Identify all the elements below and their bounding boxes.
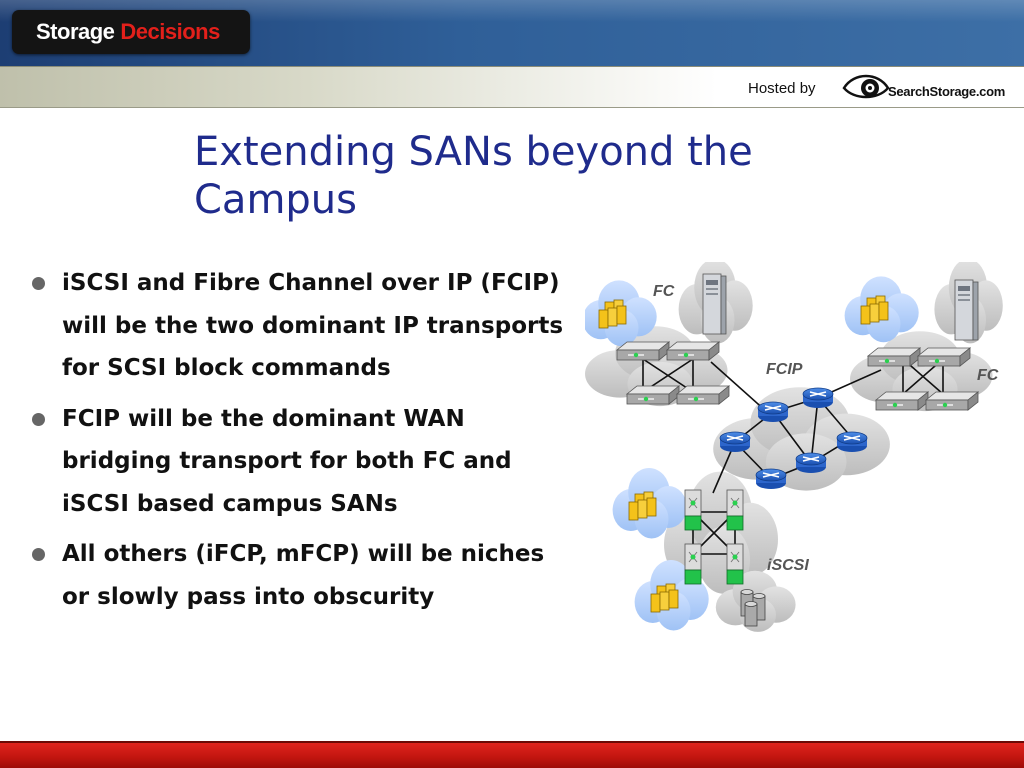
ip-router-icon: [802, 387, 834, 409]
label-fc-right: FC: [977, 367, 999, 384]
logo-word-storage: Storage: [36, 19, 115, 44]
fc-switch-icon: [867, 347, 921, 367]
bullet-list: iSCSI and Fibre Channel over IP (FCIP) w…: [30, 262, 570, 626]
fc-switch-icon: [875, 391, 929, 411]
fc-switch-icon: [626, 385, 680, 405]
ip-router-icon: [755, 468, 787, 490]
bullet-item: iSCSI and Fibre Channel over IP (FCIP) w…: [30, 262, 570, 390]
san-network-diagram: FC FC FCIP iSCSI: [585, 262, 1003, 632]
bullet-icon: [32, 412, 45, 426]
disk-stack-icon: [740, 589, 766, 627]
label-iscsi: iSCSI: [767, 557, 809, 574]
ip-router-icon: [719, 431, 751, 453]
sub-header-band: [0, 66, 1024, 108]
bullet-item: All others (iFCP, mFCP) will be niches o…: [30, 533, 570, 618]
searchstorage-logo-text: SearchStorage.com: [888, 84, 1006, 99]
storage-decisions-logo: Storage Decisions: [12, 10, 250, 54]
label-fc-left: FC: [653, 283, 675, 300]
iscsi-switch-icon: [726, 543, 744, 585]
server-tower-icon: [702, 273, 727, 335]
ip-router-icon: [836, 431, 868, 453]
ip-router-icon: [757, 401, 789, 423]
label-fcip: FCIP: [766, 361, 803, 378]
fc-switch-icon: [676, 385, 730, 405]
server-tower-icon: [954, 279, 979, 341]
fc-switch-icon: [666, 341, 720, 361]
iscsi-switch-icon: [726, 489, 744, 531]
fc-switch-icon: [925, 391, 979, 411]
iscsi-switch-icon: [684, 543, 702, 585]
bullet-icon: [32, 277, 45, 290]
hosted-by-label: Hosted by: [748, 80, 816, 97]
eye-icon: [842, 74, 890, 99]
fc-switch-icon: [917, 347, 971, 367]
slide-title: Extending SANs beyond the Campus: [194, 129, 753, 223]
iscsi-switch-icon: [684, 489, 702, 531]
bullet-icon: [32, 548, 45, 561]
footer-band: [0, 741, 1024, 768]
logo-word-decisions: Decisions: [120, 19, 220, 44]
ip-router-icon: [795, 452, 827, 474]
bullet-item: FCIP will be the dominant WAN bridging t…: [30, 398, 570, 526]
fc-switch-icon: [616, 341, 670, 361]
